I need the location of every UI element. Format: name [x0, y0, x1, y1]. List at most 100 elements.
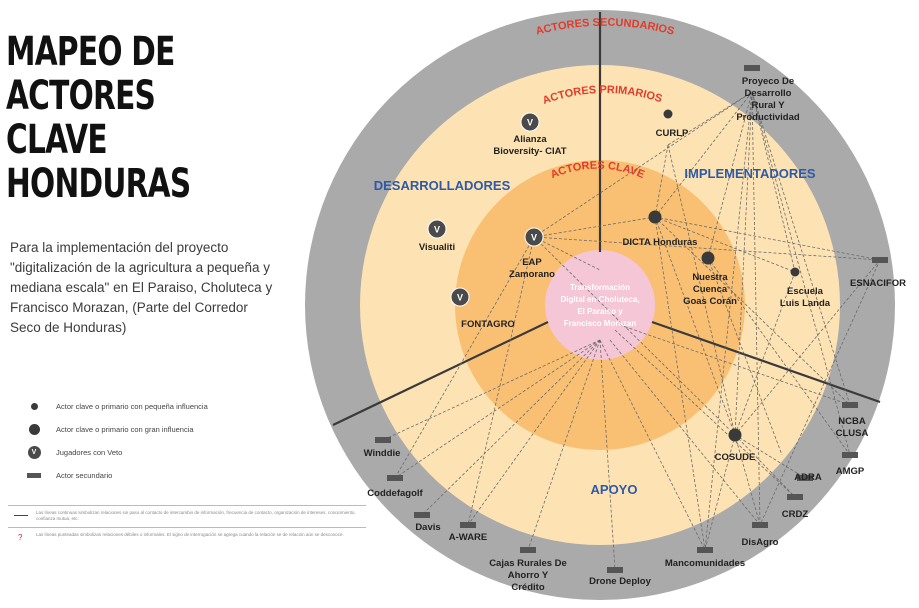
secondary-actor-bar-icon	[387, 475, 403, 481]
secondary-actor-bar-icon	[797, 475, 813, 481]
secondary-actor-bar-icon	[607, 567, 623, 573]
solid-line-icon	[14, 515, 28, 516]
veto-glyph: V	[527, 118, 533, 128]
actor-label-fontagro: FONTAGRO	[461, 319, 515, 330]
actor-label-line: AMGP	[836, 466, 865, 477]
actor-label-line: DisAgro	[742, 537, 779, 548]
actor-label-line: Alianza	[513, 134, 547, 145]
sector-label-implementers: IMPLEMENTADORES	[684, 166, 816, 181]
sector-label-support: APOYO	[591, 482, 638, 497]
sector-label-developers: DESARROLLADORES	[374, 178, 511, 193]
actor-label-amgp: AMGP	[836, 466, 865, 477]
legend-item-large-dot: Actor clave o primario con gran influenc…	[18, 418, 288, 440]
note-text: Las líneas continuas simbolizan relacion…	[36, 510, 356, 521]
veto-glyph: V	[531, 233, 537, 243]
large-dot-icon	[728, 428, 742, 442]
veto-glyph: V	[457, 293, 463, 303]
actor-label-mancomunidades: Mancomunidades	[665, 558, 745, 569]
title-line: MAPEO DE	[6, 29, 175, 75]
veto-icon: V	[27, 445, 41, 459]
veto-circle	[524, 227, 544, 247]
small-dot-icon	[30, 402, 38, 410]
actor-label-line: Visualiti	[419, 242, 455, 253]
actor-label-line: Cuenca	[693, 284, 728, 295]
line-notes: Las líneas continuas simbolizan relacion…	[8, 505, 366, 547]
legend-label: Actor clave o primario con pequeña influ…	[56, 401, 208, 411]
legend: Actor clave o primario con pequeña influ…	[18, 395, 288, 487]
actor-label-davis: Davis	[415, 522, 440, 533]
actor-label-cosude: COSUDE	[715, 452, 756, 463]
note-solid-line: Las líneas continuas simbolizan relacion…	[8, 505, 366, 527]
actor-label-line: Proyeco De	[742, 76, 794, 87]
secondary-actor-bar-icon	[872, 257, 888, 263]
actor-label-line: NCBA	[838, 416, 866, 427]
sector-divider	[332, 321, 549, 426]
actor-label-line: Zamorano	[509, 269, 555, 280]
center-label-line: Francisco Morazan	[564, 319, 637, 328]
sector-divider	[651, 320, 881, 404]
actor-label-adra: ADRA	[794, 472, 822, 483]
secondary-actor-bar-icon	[744, 65, 760, 71]
secondary-actor-bar-icon	[414, 512, 430, 518]
actor-label-line: Coddefagolf	[367, 488, 423, 499]
bar-icon	[27, 472, 41, 478]
actor-label-line: CRDZ	[782, 509, 809, 520]
actor-label-line: Winddie	[364, 448, 401, 459]
actor-label-line: Goas Corán	[683, 296, 737, 307]
secondary-actor-bar-icon	[697, 547, 713, 553]
actor-label-curlp: CURLP	[656, 128, 689, 139]
actor-label-line: Mancomunidades	[665, 558, 745, 569]
secondary-actor-bar-icon	[752, 522, 768, 528]
page-title: MAPEO DE ACTORES CLAVE HONDURAS	[6, 30, 250, 206]
actor-label-line: EAP	[522, 257, 542, 268]
actor-label-line: Davis	[415, 522, 440, 533]
actor-label-line: Cajas Rurales De	[489, 558, 567, 569]
secondary-actor-bar-icon	[842, 402, 858, 408]
title-line: HONDURAS	[6, 161, 191, 207]
actor-label-esnacifor: ESNACIFOR	[850, 278, 906, 289]
legend-label: Actor clave o primario con gran influenc…	[56, 424, 194, 434]
project-description: Para la implementación del proyecto "dig…	[10, 240, 273, 335]
actor-label-line: Rural Y	[751, 100, 785, 111]
small-dot-icon	[663, 109, 673, 119]
actor-label-line: CLUSA	[836, 428, 869, 439]
legend-item-veto: V Jugadores con Veto	[18, 441, 288, 463]
actor-label-line: DICTA Honduras	[623, 237, 698, 248]
actor-label-winddie: Winddie	[364, 448, 401, 459]
center-circle	[545, 250, 655, 360]
secondary-actor-bar-icon	[520, 547, 536, 553]
veto-icon: V	[520, 112, 540, 132]
actor-label-line: COSUDE	[715, 452, 756, 463]
actor-label-crdz: CRDZ	[782, 509, 809, 520]
center-label-line: Digital en Choluteca,	[560, 295, 639, 304]
veto-circle	[450, 287, 470, 307]
small-dot-icon	[790, 267, 800, 277]
actor-label-line: A-WARE	[449, 532, 488, 543]
secondary-actor-bar-icon	[375, 437, 391, 443]
relationship-lines	[382, 91, 881, 571]
legend-item-secondary: Actor secundario	[18, 464, 288, 486]
note-text: Las líneas punteadas simbolizan relacion…	[36, 532, 344, 537]
veto-circle	[427, 219, 447, 239]
veto-glyph: V	[434, 225, 440, 235]
actor-label-line: ESNACIFOR	[850, 278, 906, 289]
actor-label-line: Luis Landa	[780, 298, 831, 309]
actor-label-drone-deploy: Drone Deploy	[589, 576, 651, 587]
large-dot-icon	[28, 423, 40, 435]
legend-label: Jugadores con Veto	[56, 447, 123, 457]
veto-icon: V	[427, 219, 447, 239]
actor-label-line: Ahorro Y	[508, 570, 549, 581]
legend-label: Actor secundario	[56, 470, 113, 480]
veto-icon: V	[450, 287, 470, 307]
actor-label-line: Escuela	[787, 286, 824, 297]
secondary-actor-bar-icon	[842, 452, 858, 458]
secondary-actor-bar-icon	[787, 494, 803, 500]
actor-label-line: FONTAGRO	[461, 319, 515, 330]
